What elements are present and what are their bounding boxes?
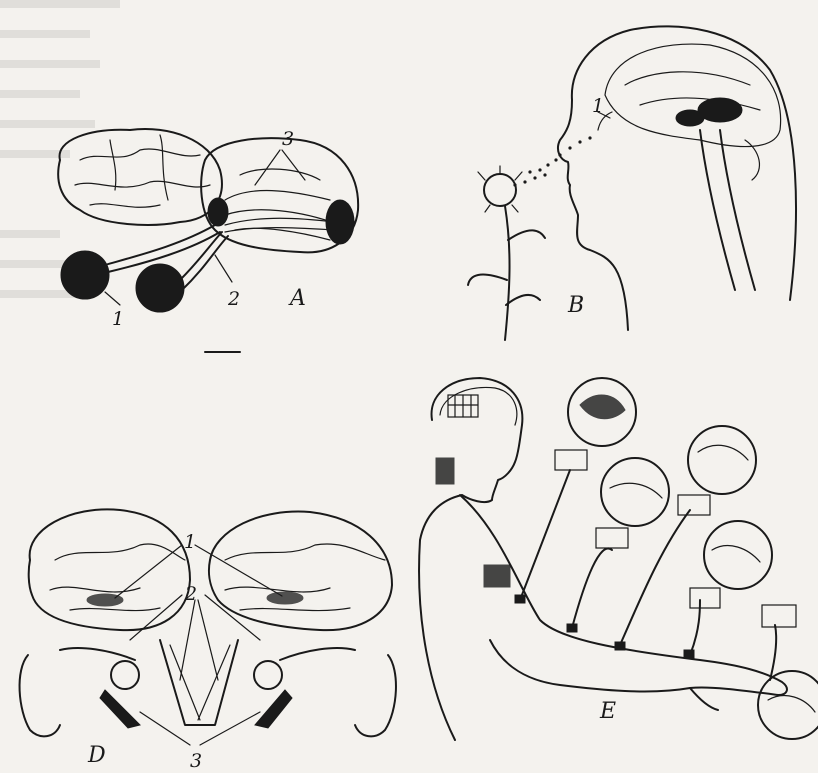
panel-d-left-ear [20,648,140,736]
panel-b-flower [468,166,545,340]
panel-b-letter: B [567,293,584,318]
panel-d-right-ear [254,648,396,736]
panel-a-label-2: 2 [227,288,240,310]
panel-e-magnified-receptors [568,378,818,739]
panel-d-right-hemisphere [209,512,392,631]
panel-e-relay-stations [555,450,796,627]
panel-e-brain-grid [448,395,478,417]
panel-d-label-3: 3 [190,750,202,772]
panel-a-left-eye [61,251,109,299]
panel-d-letter: D [87,743,106,768]
panel-b-scent-particles [513,136,591,186]
panel-a-label-1: 1 [112,308,124,330]
panel-e-nerve-fibers [515,470,776,680]
panel-b-olfactory: 1 B [468,26,796,340]
panel-d-label-1: 1 [184,531,196,553]
panel-d-label-2: 2 [184,583,197,605]
panel-a-left-hemisphere [58,129,222,225]
panel-e-somatosensory: E [419,378,818,740]
panel-a-right-eye [136,264,184,312]
panel-e-neck-grid [436,458,454,484]
panel-d-auditory: 1 2 3 D [20,509,396,772]
panel-b-brain [605,44,781,146]
panel-a-visual-pathway: 1 2 3 A [58,128,358,352]
panel-d-left-hemisphere [29,509,190,630]
panel-b-label-1: 1 [592,95,604,117]
panel-a-label-3: 3 [282,128,294,150]
bleed-through-text [0,0,120,298]
panel-a-letter: A [288,286,306,311]
panel-e-shoulder-grid [484,565,510,587]
panel-e-letter: E [599,699,616,724]
